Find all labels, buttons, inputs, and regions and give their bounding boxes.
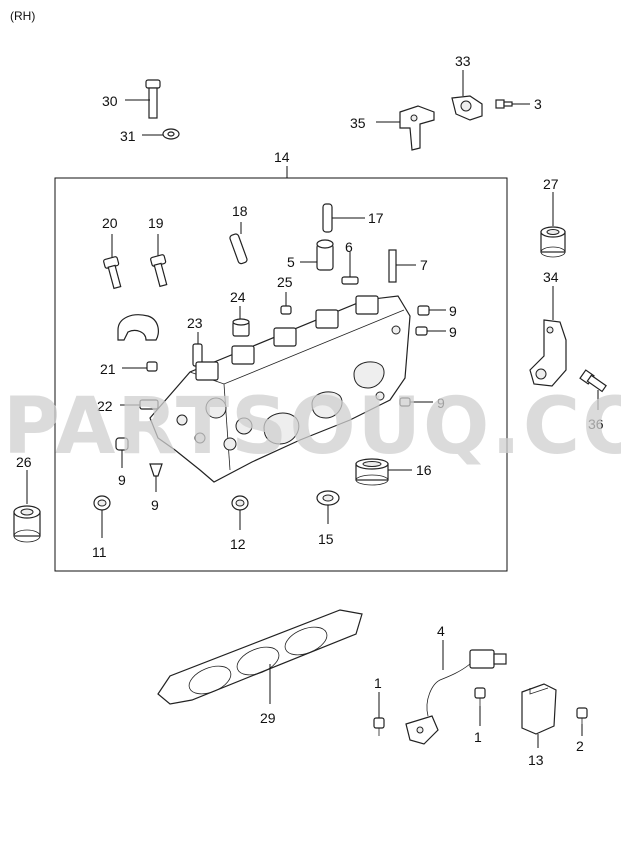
part-16-ring[interactable] xyxy=(355,458,412,486)
label-7[interactable]: 7 xyxy=(420,257,428,273)
part-3-bolt[interactable] xyxy=(495,99,530,109)
label-3[interactable]: 3 xyxy=(534,96,542,112)
label-19[interactable]: 19 xyxy=(148,215,164,231)
label-34[interactable]: 34 xyxy=(543,269,559,285)
part-25-bolt[interactable] xyxy=(280,292,292,315)
part-18-pin[interactable] xyxy=(229,222,248,265)
part-5-lifter[interactable] xyxy=(300,239,334,271)
label-9d[interactable]: 9 xyxy=(118,472,126,488)
label-14[interactable]: 14 xyxy=(274,149,290,165)
part-17-sleeve[interactable] xyxy=(322,203,365,233)
label-35[interactable]: 35 xyxy=(350,115,366,131)
part-6-pin[interactable] xyxy=(341,252,359,285)
part-29-gasket[interactable] xyxy=(157,609,363,705)
part-21-pin[interactable] xyxy=(122,361,158,372)
part-9-plug-b[interactable] xyxy=(415,326,446,336)
label-5[interactable]: 5 xyxy=(287,254,295,270)
part-1-bolt-a[interactable] xyxy=(373,692,385,736)
part-33-clamp[interactable] xyxy=(451,70,483,121)
label-4[interactable]: 4 xyxy=(437,623,445,639)
variant-label: (RH) xyxy=(10,9,35,23)
label-22[interactable]: 22 xyxy=(97,398,113,414)
part-27-ring[interactable] xyxy=(540,192,566,258)
watermark-text: PARTSOUQ.COM xyxy=(3,382,621,472)
part-30-bolt[interactable] xyxy=(125,79,161,119)
label-1b[interactable]: 1 xyxy=(474,729,482,745)
label-1a[interactable]: 1 xyxy=(374,675,382,691)
cylinder-head xyxy=(149,295,411,483)
part-24-plug[interactable] xyxy=(232,306,250,337)
label-9a[interactable]: 9 xyxy=(449,303,457,319)
label-2[interactable]: 2 xyxy=(576,738,584,754)
label-26[interactable]: 26 xyxy=(16,454,32,470)
part-cam-cap xyxy=(117,314,159,341)
label-13[interactable]: 13 xyxy=(528,752,544,768)
label-9e[interactable]: 9 xyxy=(151,497,159,513)
label-12[interactable]: 12 xyxy=(230,536,246,552)
label-9c[interactable]: 9 xyxy=(437,395,445,411)
part-20-bolt[interactable] xyxy=(103,234,122,290)
label-36[interactable]: 36 xyxy=(588,416,604,432)
part-12-seal[interactable] xyxy=(231,495,249,530)
part-9-plug-d[interactable] xyxy=(115,437,129,468)
part-13-bracket[interactable] xyxy=(521,683,557,748)
label-29[interactable]: 29 xyxy=(260,710,276,726)
label-15[interactable]: 15 xyxy=(318,531,334,547)
part-31-washer[interactable] xyxy=(142,128,180,140)
part-23-pin[interactable] xyxy=(192,332,203,367)
label-21[interactable]: 21 xyxy=(100,361,116,377)
label-33[interactable]: 33 xyxy=(455,53,471,69)
part-4-sensor[interactable] xyxy=(405,640,507,745)
label-25[interactable]: 25 xyxy=(277,274,293,290)
part-2-bolt[interactable] xyxy=(576,707,588,736)
part-22-sleeve[interactable] xyxy=(120,399,159,410)
assembly-frame xyxy=(54,177,508,572)
part-7-rod[interactable] xyxy=(388,249,416,283)
label-18[interactable]: 18 xyxy=(232,203,248,219)
part-15-seal[interactable] xyxy=(316,490,340,524)
part-34-bracket[interactable] xyxy=(529,286,567,387)
label-17[interactable]: 17 xyxy=(368,210,384,226)
part-26-ring[interactable] xyxy=(13,470,41,543)
label-20[interactable]: 20 xyxy=(102,215,118,231)
part-1-bolt-b[interactable] xyxy=(474,687,486,726)
label-27[interactable]: 27 xyxy=(543,176,559,192)
label-31[interactable]: 31 xyxy=(120,128,136,144)
label-9b[interactable]: 9 xyxy=(449,324,457,340)
part-36-bolt[interactable] xyxy=(579,369,607,410)
label-6[interactable]: 6 xyxy=(345,239,353,255)
part-11-seal[interactable] xyxy=(93,495,111,538)
part-9-plug-c[interactable] xyxy=(399,397,433,407)
part-19-bolt[interactable] xyxy=(150,234,168,288)
label-11[interactable]: 11 xyxy=(92,544,107,560)
label-24[interactable]: 24 xyxy=(230,289,246,305)
label-30[interactable]: 30 xyxy=(102,93,118,109)
part-9-plug-a[interactable] xyxy=(417,305,446,316)
part-35-bracket[interactable] xyxy=(376,105,435,151)
label-16[interactable]: 16 xyxy=(416,462,432,478)
label-23[interactable]: 23 xyxy=(187,315,203,331)
part-9-plug-e[interactable] xyxy=(149,463,163,492)
